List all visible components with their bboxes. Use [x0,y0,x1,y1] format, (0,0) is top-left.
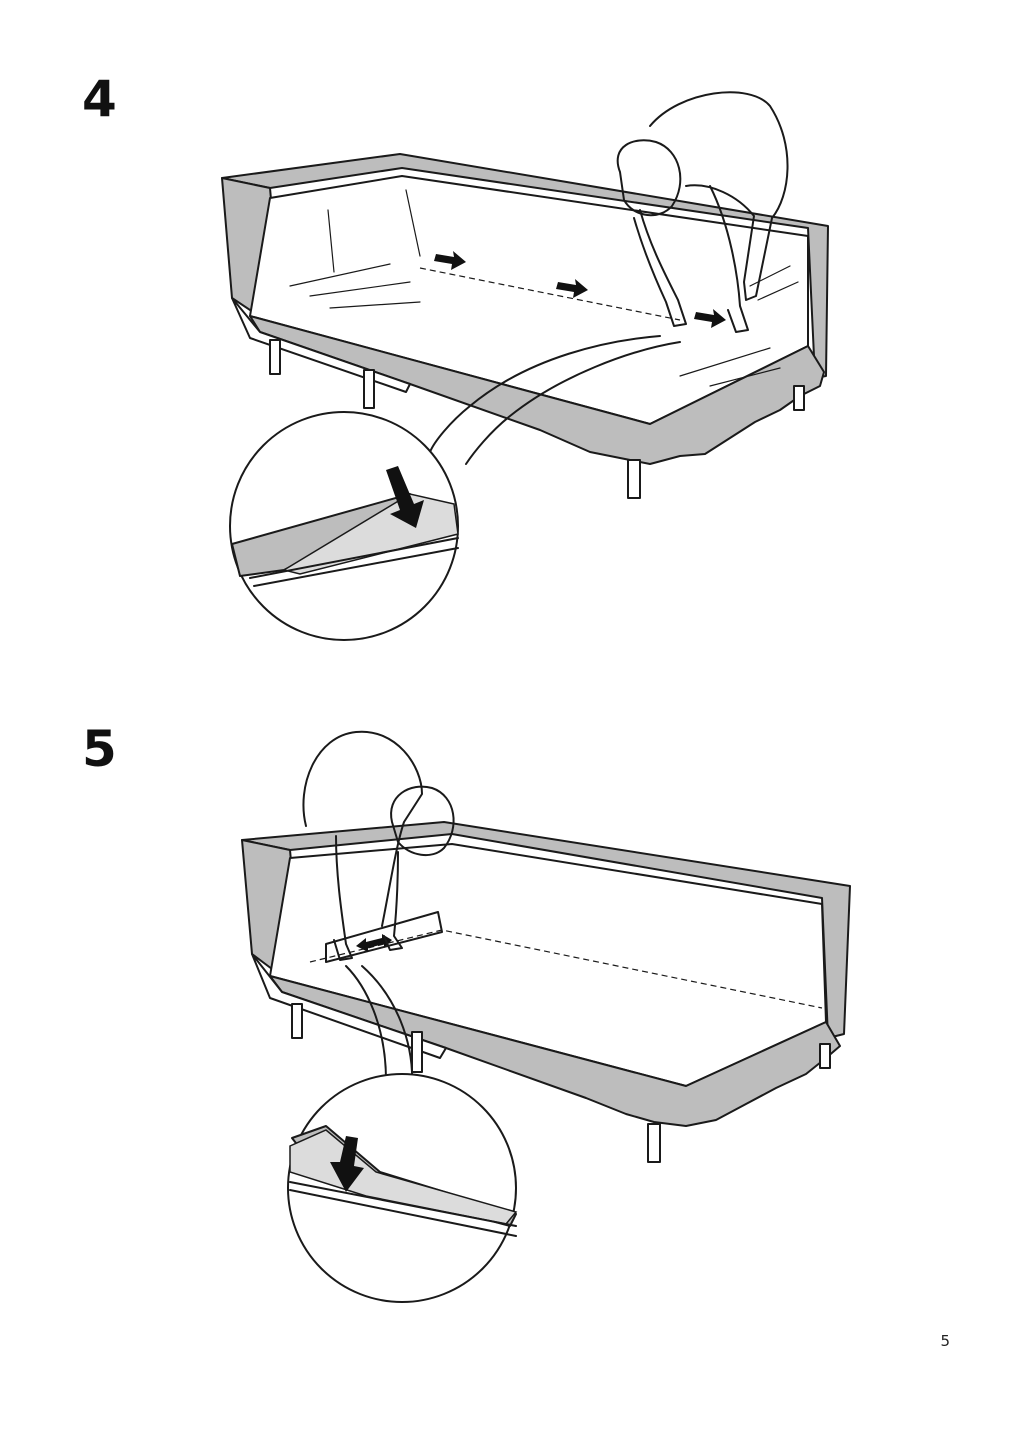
sofa-cover-front-skirt [269,975,841,1127]
step-5-illustration [226,726,866,1310]
sofa-leg [269,339,281,375]
step-4-number: 4 [82,70,117,128]
sofa-leg [627,459,641,499]
sofa-leg [793,385,805,411]
direction-arrow-icon [434,251,466,270]
person-arm [709,185,749,333]
seam-line [419,267,681,321]
sofa-leg [819,1043,831,1069]
sofa-leg [291,1003,303,1039]
sofa-base-frame [231,297,411,393]
person-arm [633,209,687,327]
person-arm [383,851,403,951]
direction-arrow-icon [556,279,588,298]
page-number: 5 [940,1332,950,1350]
sofa-cover-front-skirt [249,315,825,465]
person-arm [333,835,353,961]
step-5-number: 5 [82,720,117,778]
sofa-leg [363,369,375,409]
person-head [616,139,682,217]
person-torso [302,730,423,927]
double-arrow-icon [356,934,392,952]
sofa-leg [647,1123,661,1163]
tuck-arrow-icon [386,466,424,528]
sofa-leg [411,1031,423,1073]
sofa-base-frame [251,953,447,1059]
step-4-illustration [210,86,850,646]
direction-arrow-icon [694,309,726,328]
seam-line [309,929,823,1009]
person-torso [649,91,789,301]
step-5-drawing [241,730,851,1303]
tuck-arrow-icon [330,1136,364,1192]
step-4-drawing [221,91,829,641]
person-head [390,785,455,857]
